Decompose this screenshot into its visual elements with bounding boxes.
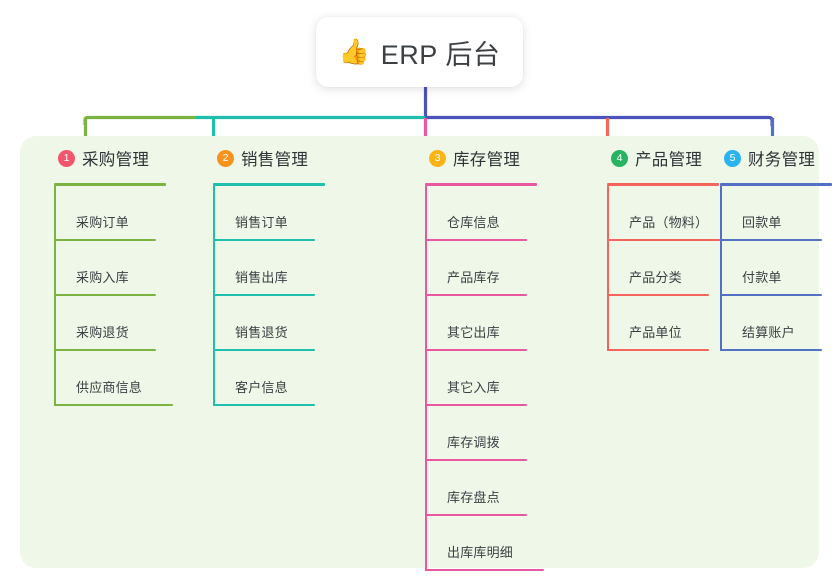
column-3: 3 库存管理仓库信息产品库存其它出库其它入库库存调拨库存盘点出库库明细	[408, 143, 544, 571]
leaf-item-rule	[55, 294, 156, 296]
leaf-item-rule	[608, 239, 726, 241]
column-header-3[interactable]: 3 库存管理	[408, 143, 537, 186]
column-badge-1: 1	[58, 149, 75, 167]
diagram-panel	[20, 136, 819, 568]
leaf-item-label: 结算账户	[742, 325, 795, 340]
column-title-5: 财务管理	[748, 151, 816, 169]
column-header-rule-5	[720, 183, 832, 186]
leaf-item-label: 采购入库	[76, 270, 129, 285]
leaf-item-label: 客户信息	[235, 380, 288, 395]
column-header-rule-3	[425, 183, 537, 186]
leaf-item-label: 库存盘点	[447, 490, 500, 505]
leaf-item-label: 付款单	[742, 270, 782, 285]
leaf-item-rule	[55, 239, 156, 241]
leaf-item-label: 库存调拨	[447, 435, 500, 450]
column-title-3: 库存管理	[453, 151, 521, 169]
leaf-item-rule	[608, 294, 709, 296]
leaf-item-rule	[426, 569, 544, 571]
leaf-item-label: 销售退货	[235, 325, 288, 340]
leaf-item-label: 其它出库	[447, 325, 500, 340]
leaf-item-rule	[426, 294, 527, 296]
leaf-item-label: 产品分类	[629, 270, 682, 285]
leaf-item-label: 销售订单	[235, 215, 288, 230]
leaf-item-rule	[721, 349, 822, 351]
leaf-item-label: 采购退货	[76, 325, 129, 340]
column-header-4[interactable]: 4 产品管理	[590, 143, 719, 186]
column-header-5[interactable]: 5 财务管理	[703, 143, 832, 186]
column-badge-3: 3	[429, 149, 446, 167]
leaf-item-rule	[608, 349, 709, 351]
column-header-rule-4	[607, 183, 719, 186]
leaf-item-rule	[55, 349, 156, 351]
leaf-item-rule	[426, 514, 527, 516]
leaf-item-label: 产品单位	[629, 325, 682, 340]
leaf-item-label: 其它入库	[447, 380, 500, 395]
leaf-item-label: 产品（物料）	[629, 215, 709, 230]
leaf-item-rule	[721, 239, 822, 241]
leaf-item-rule	[214, 349, 315, 351]
leaf-item-label: 出库库明细	[447, 545, 514, 560]
column-spine-3	[425, 186, 427, 571]
column-header-rule-1	[54, 183, 166, 186]
leaf-item-rule	[426, 404, 527, 406]
root-node-card[interactable]: 👍 ERP 后台	[316, 17, 523, 87]
leaf-item-label: 产品库存	[447, 270, 500, 285]
column-spine-4	[607, 186, 609, 351]
bus-segment-3	[425, 115, 774, 126]
column-badge-4: 4	[611, 149, 628, 167]
column-title-1: 采购管理	[82, 151, 150, 169]
leaf-item-rule	[55, 404, 173, 406]
column-header-rule-2	[213, 183, 325, 186]
leaf-item-rule	[721, 294, 822, 296]
leaf-item-label: 采购订单	[76, 215, 129, 230]
leaf-item-rule	[426, 239, 527, 241]
column-badge-2: 2	[217, 149, 234, 167]
column-spine-1	[54, 186, 56, 406]
column-4: 4 产品管理产品（物料） 产品分类产品单位	[590, 143, 726, 351]
leaf-item-rule	[426, 349, 527, 351]
leaf-item-rule	[214, 239, 315, 241]
column-badge-5: 5	[724, 149, 741, 167]
leaf-item-rule	[214, 404, 315, 406]
column-header-1[interactable]: 1 采购管理	[37, 143, 166, 186]
column-5: 5 财务管理回款单付款单结算账户	[703, 143, 832, 351]
column-title-2: 销售管理	[241, 151, 309, 169]
leaf-item-label: 销售出库	[235, 270, 288, 285]
bus-segment-1	[83, 115, 196, 125]
column-2: 2 销售管理销售订单销售出库销售退货客户信息	[196, 143, 325, 406]
column-spine-2	[213, 186, 215, 406]
column-spine-5	[720, 186, 722, 351]
column-title-4: 产品管理	[635, 151, 703, 169]
leaf-item-label: 供应商信息	[76, 380, 143, 395]
column-header-2[interactable]: 2 销售管理	[196, 143, 325, 186]
leaf-item-rule	[426, 459, 527, 461]
leaf-item-rule	[214, 294, 315, 296]
thumbs-up-icon: 👍	[338, 37, 370, 66]
column-1: 1 采购管理采购订单采购入库采购退货供应商信息	[37, 143, 173, 406]
leaf-item-label: 仓库信息	[447, 215, 500, 230]
root-title: ERP 后台	[380, 39, 501, 70]
leaf-item-label: 回款单	[742, 215, 782, 230]
